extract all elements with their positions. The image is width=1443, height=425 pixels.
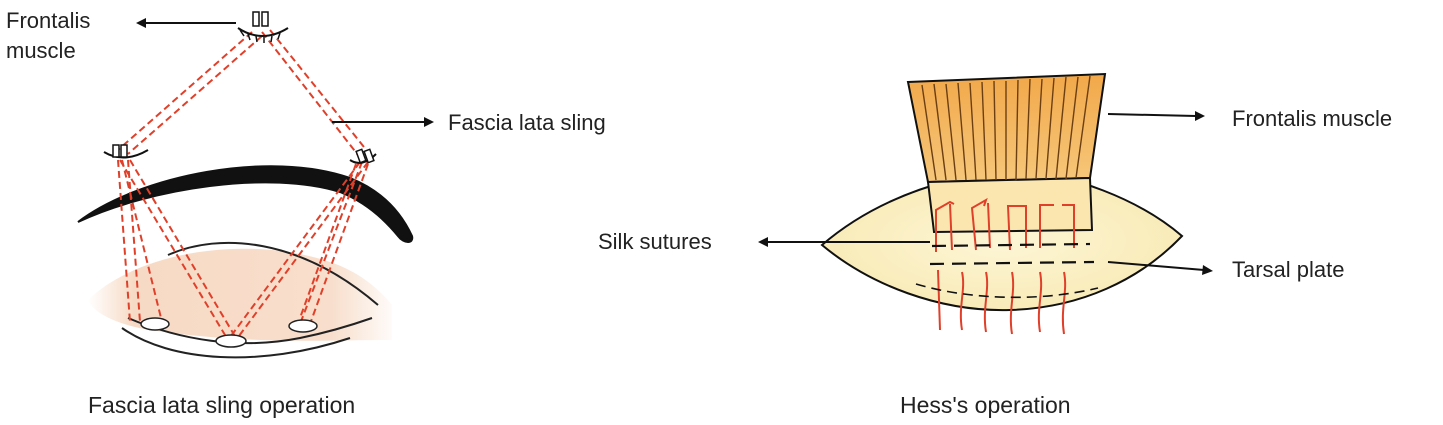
frontalis-arrow xyxy=(136,18,236,28)
fascia-sling-arrow xyxy=(332,117,434,127)
eyebrow xyxy=(77,165,414,243)
bolster-top xyxy=(237,11,289,43)
silk-sutures-arrow xyxy=(758,237,930,247)
tarsal-lower-edge xyxy=(915,283,1099,299)
hess-figure xyxy=(758,72,1213,335)
lid-fold-line xyxy=(167,241,379,306)
bolster-right xyxy=(349,148,377,164)
lid-margin xyxy=(127,317,373,345)
frontalis-label-line2: muscle xyxy=(6,38,76,63)
hess-caption: Hess's operation xyxy=(900,392,1071,418)
tarsal-plate-arrow xyxy=(1107,261,1213,275)
fascia-lata-sling-label: Fascia lata sling xyxy=(448,110,606,135)
bolster-left xyxy=(103,144,149,159)
fascia-sling-strips xyxy=(117,29,369,341)
frontalis-label-line1: Frontalis xyxy=(6,8,91,33)
frontalis-muscle-arrow xyxy=(1107,111,1205,121)
fascia-lata-figure xyxy=(77,11,434,359)
lid-incision-left xyxy=(140,317,170,331)
silk-suture-loops xyxy=(935,197,1075,335)
lid-incision-right xyxy=(288,319,318,333)
tarsal-plate-label: Tarsal plate xyxy=(1232,257,1345,282)
frontalis-muscle-label: Frontalis muscle xyxy=(1232,106,1393,131)
lid-incision-center xyxy=(215,334,247,348)
tarsal-plate-lines xyxy=(929,242,1095,266)
fascia-lata-caption: Fascia lata sling operation xyxy=(88,392,356,418)
lid-margin-lower xyxy=(121,327,351,359)
silk-sutures-label: Silk sutures xyxy=(598,229,712,254)
